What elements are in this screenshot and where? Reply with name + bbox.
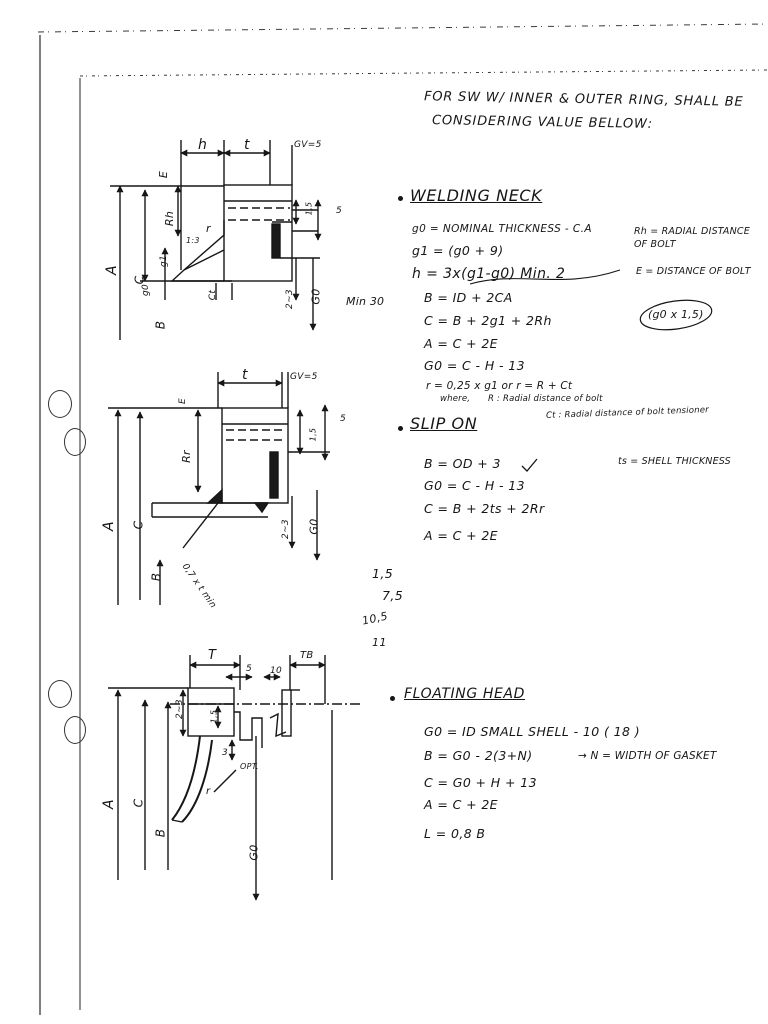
- wn-dim-g1: g1: [159, 254, 170, 268]
- so-dim-A: A: [100, 521, 117, 531]
- g0-note-ellipse: [639, 299, 713, 331]
- fh-dim-three: 3: [222, 748, 229, 758]
- wn-dim-gv: GV=5: [294, 140, 322, 150]
- wn-dim-r: r: [206, 222, 211, 235]
- wn-eq-A: A = C + 2E: [424, 336, 498, 351]
- wn-dim-A: A: [103, 265, 120, 275]
- so-ts-note: ts = SHELL THICKNESS: [618, 456, 731, 467]
- fh-eq-A: A = C + 2E: [424, 797, 498, 812]
- fh-dim-five: 5: [246, 664, 253, 674]
- wn-eq-G0: G0 = C - H - 13: [424, 358, 526, 373]
- wn-min-note: Min 30: [346, 295, 385, 308]
- binder-hole-2: [48, 680, 72, 708]
- wn-eq-g1: g1 = (g0 + 9): [412, 243, 504, 258]
- wn-e-note: E = DISTANCE OF BOLT: [636, 266, 751, 277]
- fh-dim-twothree: 2~3: [174, 699, 185, 719]
- wn-dim-Rh: Rh: [163, 210, 177, 227]
- fh-eq-L: L = 0,8 B: [424, 826, 486, 841]
- fh-eq-G0: G0 = ID SMALL SHELL - 10 ( 18 ): [424, 724, 641, 739]
- binder-hole-shadow-2: [64, 716, 86, 744]
- page-frame: [37, 23, 768, 1015]
- so-eq-G0: G0 = C - H - 13: [424, 478, 526, 493]
- binder-hole-shadow-1: [64, 428, 86, 456]
- so-dim-E: E: [178, 398, 188, 404]
- floating-head-drawing: [108, 655, 360, 901]
- fh-dim-opt: OPT.: [240, 762, 259, 771]
- wn-dim-C: C: [132, 275, 147, 285]
- so-dim-B: B: [149, 572, 164, 582]
- so-dim-twothree: 2~3: [280, 519, 291, 539]
- so-dim-onefive: 1,5: [308, 427, 318, 442]
- so-dim-gv: GV=5: [290, 372, 318, 382]
- wn-rh-note: Rh = RADIAL DISTANCE OF BOLT: [634, 226, 750, 250]
- check-mark: [521, 458, 538, 472]
- wn-eq-r: r = 0,25 x g1 or r = R + Ct: [426, 380, 573, 392]
- wn-g0-note: (g0 x 1,5): [648, 308, 704, 321]
- scribble-2: 7,5: [382, 588, 404, 603]
- wn-dim-onefive: 1,5: [304, 201, 314, 216]
- wn-where-R: R : Radial distance of bolt: [488, 394, 603, 404]
- wn-eq-B: B = ID + 2CA: [424, 290, 513, 305]
- fh-dim-TB: TB: [300, 650, 314, 661]
- bullet-slip-on: [398, 426, 403, 431]
- fh-eq-C: C = G0 + H + 13: [424, 775, 537, 790]
- wn-dim-Ct: Ct: [208, 289, 219, 301]
- wn-dim-B: B: [153, 320, 168, 330]
- wn-dim-slope: 1:3: [186, 236, 200, 245]
- slip-on-drawing: [108, 372, 330, 605]
- fh-dim-ten: 10: [270, 666, 283, 676]
- wn-dim-twothree: 2~3: [284, 289, 295, 309]
- fh-eq-B: B = G0 - 2(3+N): [424, 748, 533, 763]
- strike-scribble: [469, 269, 621, 285]
- fh-dim-A: A: [100, 799, 117, 809]
- wn-dim-g0: g0: [141, 283, 152, 297]
- welding-neck-title: WELDING NECK: [410, 186, 543, 205]
- scribble-4: 11: [372, 636, 387, 649]
- bullet-floating-head: [390, 696, 395, 701]
- so-eq-A: A = C + 2E: [424, 528, 498, 543]
- wn-dim-t: t: [244, 137, 250, 153]
- so-eq-C: C = B + 2ts + 2Rr: [424, 501, 545, 516]
- wn-dim-E: E: [157, 170, 171, 179]
- wn-dim-five: 5: [336, 206, 343, 216]
- so-dim-G0: G0: [307, 518, 321, 535]
- so-eq-B: B = OD + 3: [424, 456, 501, 471]
- scribble-1: 1,5: [372, 566, 394, 581]
- wn-dim-h: h: [198, 137, 208, 153]
- fh-eq-B-note: → N = WIDTH OF GASKET: [578, 750, 717, 762]
- fh-dim-T: T: [208, 648, 217, 663]
- binder-hole-1: [48, 390, 72, 418]
- wn-eq-g0: g0 = NOMINAL THICKNESS - C.A: [412, 223, 592, 235]
- wn-eq-C: C = B + 2g1 + 2Rh: [424, 313, 552, 328]
- bullet-welding-neck: [398, 196, 403, 201]
- fh-dim-C: C: [131, 798, 146, 808]
- fh-dim-r: r: [206, 786, 211, 797]
- wn-eq-h: h = 3x(g1-g0) Min. 2: [412, 266, 566, 282]
- fh-dim-B: B: [153, 828, 168, 838]
- fh-dim-onefive: 1,5: [209, 709, 219, 724]
- so-dim-t: t: [242, 367, 248, 383]
- so-dim-C: C: [131, 520, 146, 530]
- welding-neck-drawing: [110, 140, 322, 340]
- slip-on-title: SLIP ON: [410, 414, 478, 433]
- fh-dim-G0: G0: [247, 844, 261, 861]
- wn-dim-G0: G0: [309, 288, 323, 305]
- floating-head-title: FLOATING HEAD: [404, 686, 525, 702]
- so-dim-Rr: Rr: [179, 450, 193, 463]
- wn-where-label: where,: [440, 394, 471, 404]
- so-dim-five: 5: [340, 414, 347, 424]
